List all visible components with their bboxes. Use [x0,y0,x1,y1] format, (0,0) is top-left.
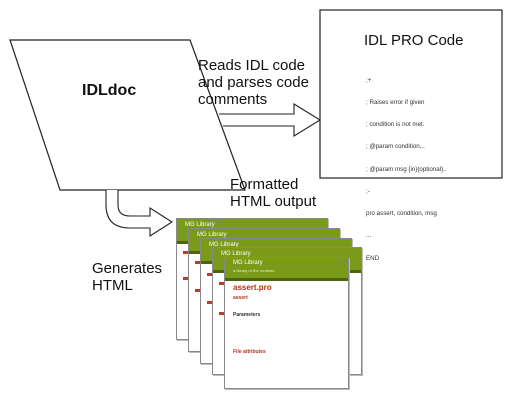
idldoc-node-shape [9,39,246,191]
output-label: Formatted HTML output [230,176,316,210]
code-line: ; condition is not met. [366,121,425,129]
code-line: END [366,254,380,262]
code-box-lines: ;+ ; Raises error if given ; condition i… [366,62,447,269]
output-label-line: HTML output [230,193,317,210]
output-label-line: Formatted [230,176,299,193]
reads-label-line: comments [198,91,268,108]
page-header-title: MG Library [209,242,239,248]
page-header-title: MG Library [185,222,215,228]
code-line: ;+ [366,76,372,84]
reads-label: Reads IDL code and parses code comments [198,57,309,108]
page-header-tagline: a library of IDL routines [233,268,275,273]
front-params-heading: Parameters [233,312,261,318]
generates-label-line: Generates [92,260,163,277]
output-page-front: MG Library a library of IDL routines ass… [224,257,349,389]
page-header-title: MG Library [197,232,227,238]
generates-label-line: HTML [92,277,133,294]
generates-label: Generates HTML [92,260,162,294]
reads-label-line: and parses code [198,74,309,91]
code-line: ;- [366,187,370,195]
code-box-title: IDL PRO Code [364,32,464,49]
reads-label-line: Reads IDL code [198,57,306,74]
front-file-name: assert.pro [233,283,272,292]
front-file-attributes-heading: File attributes [233,349,266,355]
generates-arrow [105,190,174,238]
code-box-shape [319,9,503,179]
code-line: ; @param condition,.. [366,143,425,151]
front-routine-name: assert [233,295,248,301]
code-line: ... [366,232,372,240]
code-line: pro assert, condition, msg [366,210,437,218]
page-header-title: MG Library [221,251,251,257]
idldoc-label: IDLdoc [82,82,137,99]
page-header-title: MG Library [233,260,263,266]
reads-arrow [219,103,322,137]
code-line: ; Raises error if given [366,99,425,107]
code-line: ; @param msg {in}{optional}.. [366,165,447,173]
